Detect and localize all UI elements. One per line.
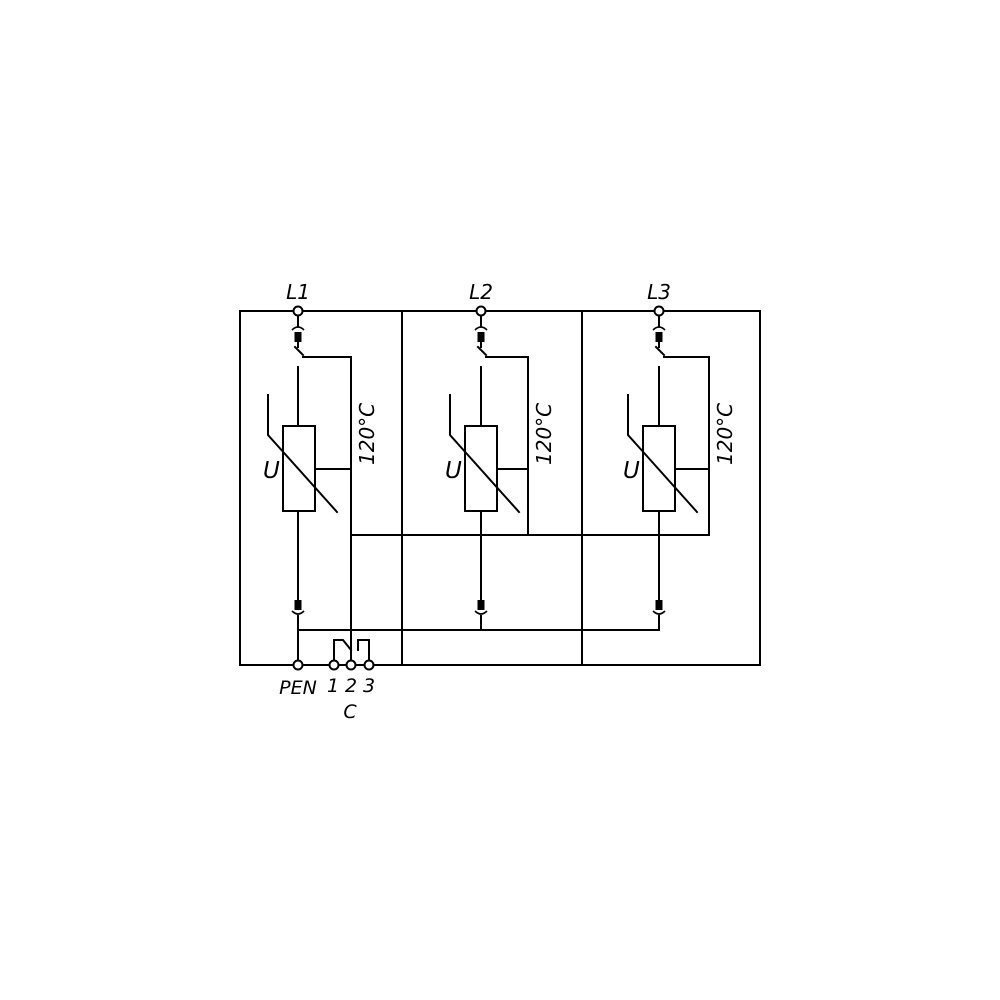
- thermal-label: 120°C: [532, 403, 556, 465]
- terminal-l1: [292, 305, 304, 317]
- thermal-switch-icon: [293, 345, 305, 357]
- enclosure-outline: [239, 310, 761, 666]
- module-l2: U 120°C: [445, 310, 556, 631]
- plug-pin-icon: [477, 332, 485, 342]
- varistor-label: U: [263, 458, 280, 484]
- contact-group-label: C: [343, 701, 357, 723]
- plug-pin-icon: [655, 600, 663, 610]
- varistor-label: U: [445, 458, 462, 484]
- terminal-c2-label: 2: [345, 675, 357, 697]
- terminal-l2: [475, 305, 487, 317]
- plug-contact-icon: [652, 610, 666, 615]
- terminal-l2-label: L2: [469, 280, 493, 304]
- terminal-c2: [345, 659, 357, 671]
- terminal-l3: [653, 305, 665, 317]
- enclosure: [239, 310, 761, 666]
- thermal-label: 120°C: [355, 403, 379, 465]
- varistor-label: U: [623, 458, 640, 484]
- terminals: [292, 305, 665, 671]
- varistor-curve-icon: [627, 394, 699, 514]
- terminal-pen-label: PEN: [279, 677, 317, 699]
- terminal-l1-label: L1: [286, 280, 310, 304]
- contact-nc-icon: [333, 639, 353, 666]
- varistor-curve-icon: [449, 394, 521, 514]
- terminal-c1: [328, 659, 340, 671]
- terminal-pen: [292, 659, 304, 671]
- module-l1: U 120°C: [263, 310, 379, 615]
- thermal-switch-icon: [476, 345, 488, 357]
- plug-pin-icon: [655, 332, 663, 342]
- plug-contact-icon: [291, 326, 305, 331]
- thermal-trip-link: [302, 356, 352, 536]
- terminal-c1-label: 1: [327, 675, 339, 697]
- plug-pin-icon: [477, 600, 485, 610]
- terminal-c3: [363, 659, 375, 671]
- shared-wiring: [297, 534, 710, 666]
- thermal-label: 120°C: [713, 403, 737, 465]
- thermal-trip-link: [485, 356, 529, 536]
- thermal-trip-link: [663, 356, 710, 536]
- varistor-curve-icon: [267, 394, 339, 514]
- plug-contact-icon: [474, 326, 488, 331]
- module-l3: U 120°C: [623, 310, 737, 631]
- thermal-switch-icon: [654, 345, 666, 357]
- terminal-l3-label: L3: [647, 280, 671, 304]
- contact-no-icon: [357, 639, 370, 666]
- terminal-c3-label: 3: [363, 675, 375, 697]
- terminal-labels: L1 L2 L3 PEN 1 2 3 C: [279, 280, 671, 723]
- remote-contact: [333, 639, 370, 666]
- plug-contact-icon: [652, 326, 666, 331]
- plug-contact-icon: [474, 610, 488, 615]
- plug-pin-icon: [294, 332, 302, 342]
- plug-pin-icon: [294, 600, 302, 610]
- plug-contact-icon: [291, 610, 305, 615]
